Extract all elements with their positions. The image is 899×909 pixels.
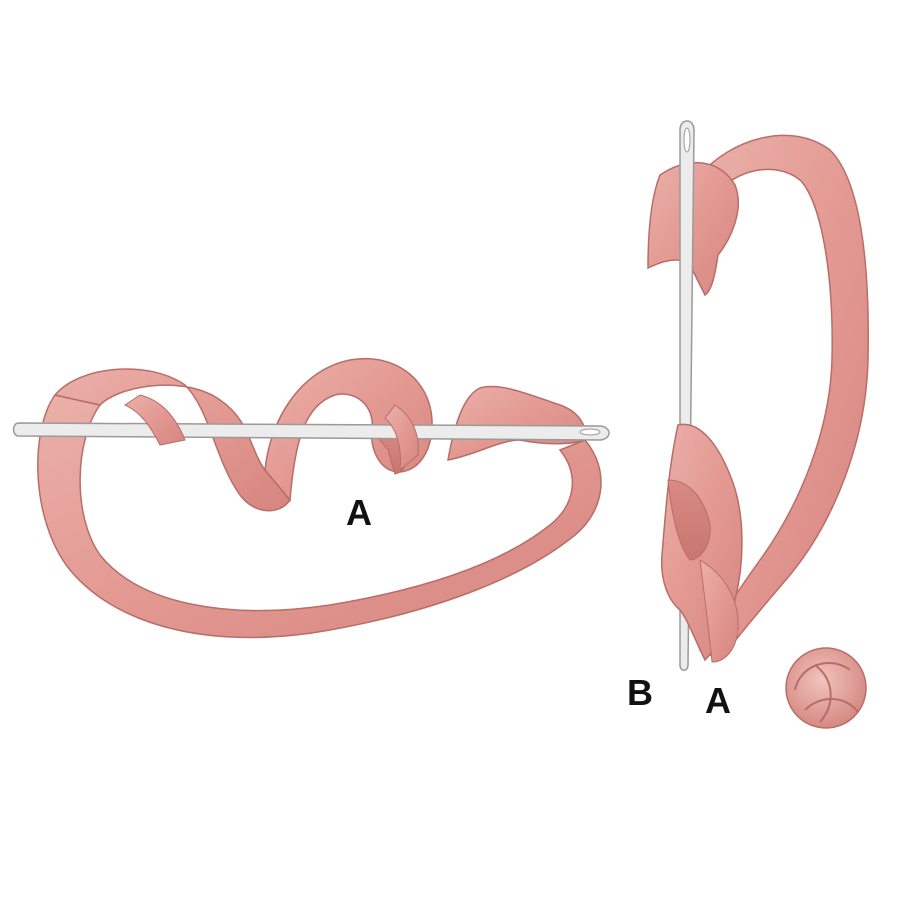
needle-eye-top [684, 128, 690, 152]
label-point-a-right: A [705, 683, 731, 719]
left-figure [14, 359, 610, 638]
knot-body [786, 648, 866, 728]
label-point-b: B [627, 675, 653, 711]
horizontal-needle [14, 423, 610, 440]
needle-eye [580, 429, 600, 435]
label-point-a-left: A [346, 495, 372, 531]
right-figure [648, 121, 868, 670]
finished-knot [786, 648, 866, 728]
